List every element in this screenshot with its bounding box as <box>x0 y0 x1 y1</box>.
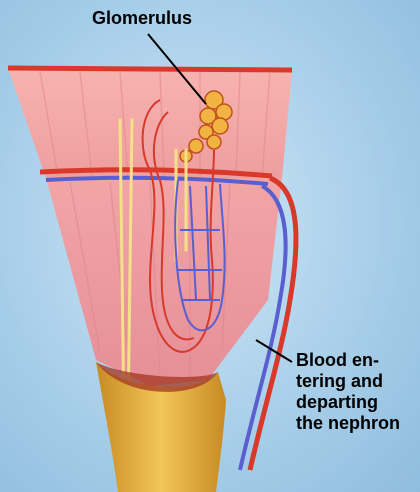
blood-label: Blood en- tering and departing the nephr… <box>296 350 420 434</box>
glomerulus-label: Glomerulus <box>92 8 192 29</box>
cortex-region <box>8 68 292 178</box>
blood-pointer <box>256 340 292 362</box>
cortex-top-edge <box>8 68 292 70</box>
